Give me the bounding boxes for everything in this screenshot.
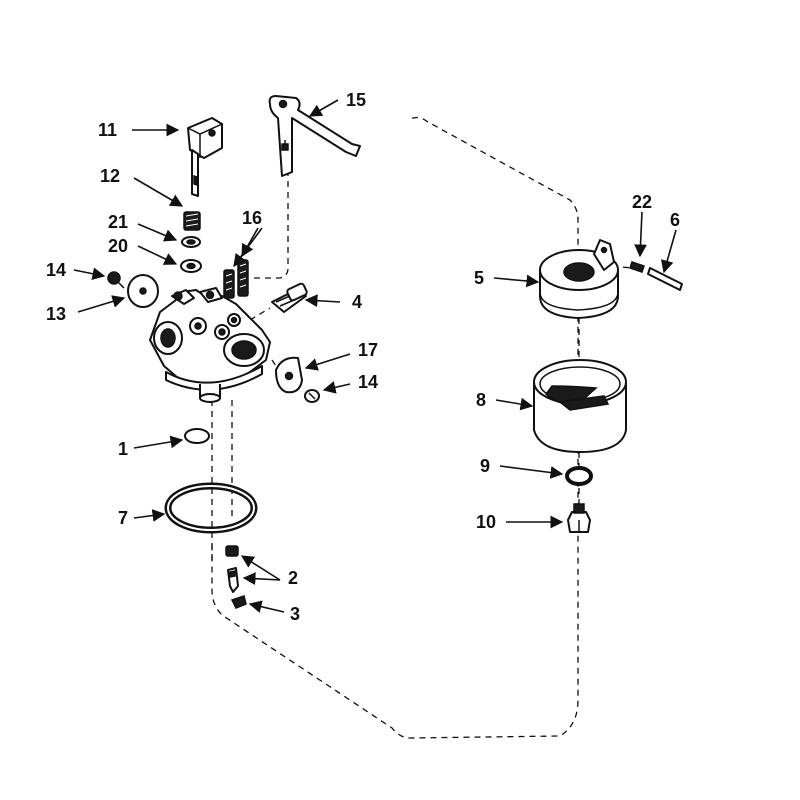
- label-21: 21: [108, 212, 128, 232]
- part-22-pin: [629, 261, 645, 273]
- label-2: 2: [288, 568, 298, 588]
- part-2-needle-and-seat: [225, 545, 239, 593]
- part-13-plate: [127, 274, 159, 308]
- label-6: 6: [670, 210, 680, 230]
- part-3-clip: [230, 595, 247, 609]
- label-11: 11: [98, 120, 117, 140]
- part-16-springs: [223, 259, 249, 299]
- label-4: 4: [352, 292, 362, 312]
- label-14-right: 14: [358, 372, 378, 392]
- label-15: 15: [346, 90, 366, 110]
- leader-arrows: [73, 99, 677, 613]
- part-5-float: [539, 239, 619, 319]
- label-9: 9: [480, 456, 490, 476]
- part-6-float-pin: [647, 267, 683, 291]
- part-labels: 11 12 21 20 16 15 14 13 4 17 14 1 7 2 3 …: [46, 90, 680, 624]
- label-8: 8: [476, 390, 486, 410]
- label-1: 1: [118, 439, 128, 459]
- part-12-spring: [183, 211, 201, 231]
- part-7-o-ring: [164, 482, 258, 534]
- label-10: 10: [476, 512, 496, 532]
- part-4-needle-valve: [271, 282, 308, 313]
- carburetor-body: [149, 287, 271, 403]
- part-1-gasket: [184, 428, 210, 444]
- label-14-left: 14: [46, 260, 66, 280]
- part-9-washer: [565, 466, 593, 486]
- part-14-screw-left: [107, 271, 125, 289]
- part-15-throttle-lever: [268, 95, 361, 177]
- label-5: 5: [474, 268, 484, 288]
- part-21-washer: [181, 236, 201, 248]
- label-3: 3: [290, 604, 300, 624]
- part-11-choke-lever: [187, 117, 223, 197]
- part-17-cover-plate: [275, 356, 303, 394]
- part-20-seal: [180, 259, 202, 273]
- label-12: 12: [100, 166, 120, 186]
- label-20: 20: [108, 236, 128, 256]
- label-16: 16: [242, 208, 262, 228]
- label-7: 7: [118, 508, 128, 528]
- part-8-float-bowl: [533, 359, 627, 453]
- part-14-screw-right: [304, 389, 320, 403]
- label-17: 17: [358, 340, 378, 360]
- label-22: 22: [632, 192, 652, 212]
- label-13: 13: [46, 304, 66, 324]
- part-10-bowl-nut: [567, 503, 591, 533]
